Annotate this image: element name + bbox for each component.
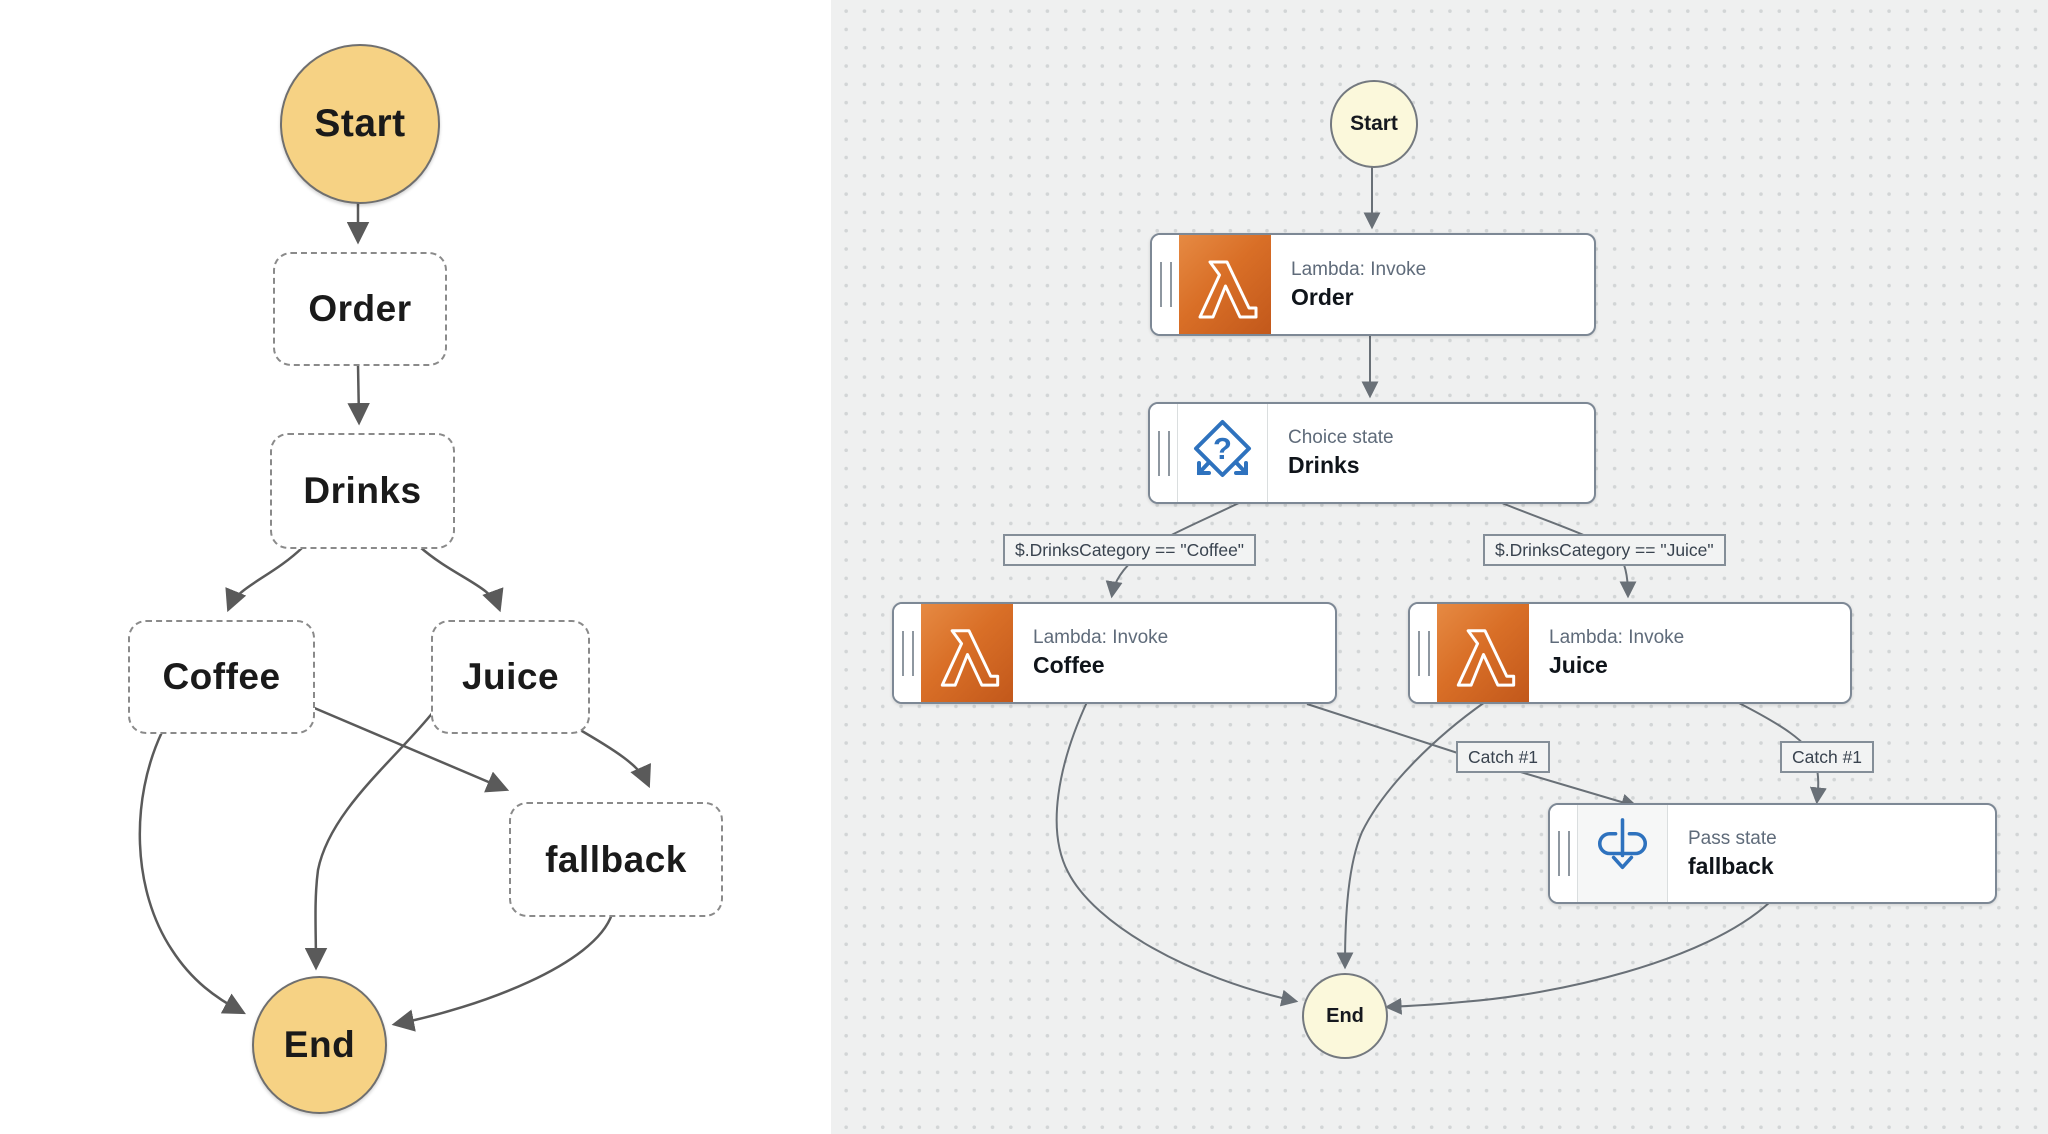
- state-type-label: Lambda: Invoke: [1549, 627, 1685, 649]
- state-name: Coffee: [1033, 652, 1105, 679]
- node-fallback: fallback: [509, 802, 723, 917]
- edge-fallback-end: [391, 913, 614, 1032]
- edge-coffee-end: [138, 731, 246, 1015]
- state-order[interactable]: Lambda: Invoke Order: [1150, 233, 1596, 336]
- pass-state-icon: [1577, 805, 1668, 902]
- state-juice[interactable]: Lambda: Invoke Juice: [1408, 602, 1852, 704]
- state-drinks[interactable]: ? Choice state Drinks: [1148, 402, 1596, 504]
- node-juice: Juice: [431, 620, 590, 734]
- left-flowchart-edges: [138, 202, 651, 1032]
- drag-handle-icon[interactable]: [1550, 805, 1577, 902]
- state-type-label: Choice state: [1288, 427, 1394, 449]
- svg-text:?: ?: [1213, 431, 1232, 466]
- state-name: Drinks: [1288, 452, 1360, 479]
- edge-pass-end-state: [1384, 901, 1771, 1015]
- node-start: Start: [280, 44, 440, 204]
- catch-label-juice: Catch #1: [1780, 741, 1875, 773]
- edge-juice-end: [304, 710, 435, 971]
- state-type-label: Lambda: Invoke: [1291, 258, 1427, 280]
- catch-label-coffee: Catch #1: [1456, 741, 1551, 773]
- lambda-icon: [1179, 235, 1271, 334]
- state-type-label: Pass state: [1688, 827, 1777, 849]
- node-order: Order: [273, 252, 447, 366]
- node-coffee: Coffee: [128, 620, 315, 734]
- node-drinks: Drinks: [270, 433, 455, 549]
- edge-juice-fallback: [574, 725, 651, 789]
- edge-coffee-end-state: [1055, 701, 1299, 1007]
- drag-handle-icon[interactable]: [1410, 604, 1437, 702]
- state-name: Order: [1291, 283, 1354, 310]
- state-fallback[interactable]: Pass state fallback: [1548, 803, 1997, 904]
- lambda-icon: [1437, 604, 1529, 702]
- workflow-start-node: Start: [1330, 80, 1418, 168]
- workflow-end-node: End: [1302, 973, 1388, 1059]
- state-name: fallback: [1688, 852, 1774, 879]
- condition-label-coffee: $.DrinksCategory == "Coffee": [1003, 534, 1257, 566]
- state-name: Juice: [1549, 652, 1608, 679]
- edge-juice-end-state: [1336, 701, 1486, 970]
- condition-label-juice: $.DrinksCategory == "Juice": [1483, 534, 1726, 566]
- right-workflow-edges: [1055, 166, 1827, 1015]
- lambda-icon: [921, 604, 1013, 702]
- state-type-label: Lambda: Invoke: [1033, 627, 1169, 649]
- drag-handle-icon[interactable]: [894, 604, 921, 702]
- edge-drinks-coffee: [225, 546, 304, 613]
- edge-order-drinks: [347, 363, 370, 426]
- edge-coffee-fallback: [311, 705, 510, 793]
- state-coffee[interactable]: Lambda: Invoke Coffee: [892, 602, 1337, 704]
- workflow-studio-canvas[interactable]: [831, 0, 2048, 1134]
- flowchart-panel: [0, 0, 831, 1134]
- drag-handle-icon[interactable]: [1150, 404, 1177, 502]
- drag-handle-icon[interactable]: [1152, 235, 1179, 334]
- edge-drinks-juice: [419, 546, 504, 613]
- node-end: End: [252, 976, 387, 1114]
- choice-icon: ?: [1177, 404, 1268, 502]
